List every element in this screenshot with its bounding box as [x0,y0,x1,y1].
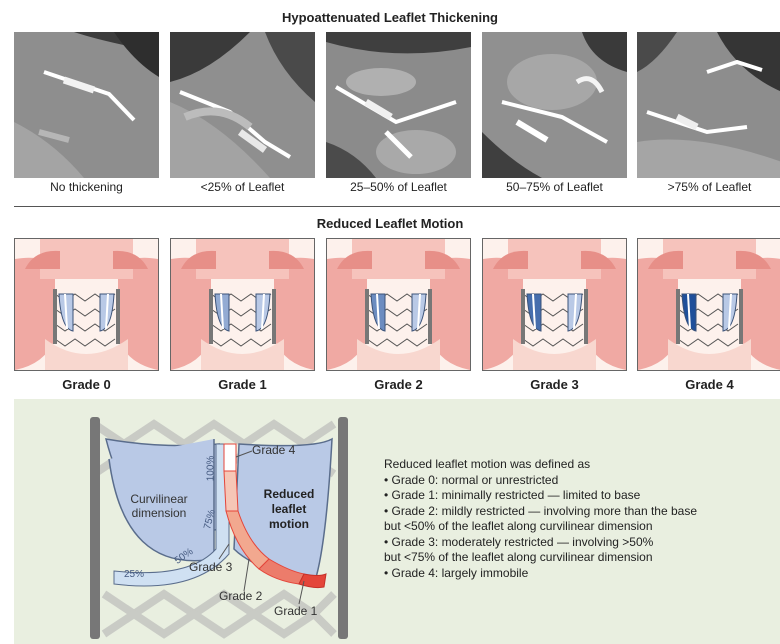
ct-image-50-75 [482,32,627,178]
grade-label: Grade 4 [637,377,780,392]
definition-line: but <50% of the leaflet along curvilinea… [384,519,764,535]
stent-post-left [90,417,100,639]
grade1-annotation: Grade 1 [274,604,317,618]
grade-illustration [482,238,627,371]
valve-svg [171,239,314,370]
definition-intro: Reduced leaflet motion was defined as [384,457,764,473]
section-divider [14,206,780,207]
definition-line: • Grade 4: largely immobile [384,566,764,582]
grade-illustration [637,238,780,371]
valve-svg [327,239,470,370]
ct-image-25-50 [326,32,471,178]
valve-svg [15,239,158,370]
grade-illustration [170,238,315,371]
grade4-annotation: Grade 4 [252,443,295,457]
ct-image-no-thickening [14,32,159,178]
grade-illustration [326,238,471,371]
pct-100-label: 100% [205,456,216,482]
valve-svg [483,239,626,370]
ct-image-lt25 [170,32,315,178]
definition-line: • Grade 3: moderately restricted — invol… [384,535,764,551]
pct-25-label: 25% [124,569,144,580]
definition-line: • Grade 2: mildly restricted — involving… [384,504,764,520]
valve-svg [638,239,780,370]
reduced-motion-label: Reduced leaflet motion [254,487,324,532]
definition-line: • Grade 0: normal or unrestricted [384,473,764,489]
grade-label: Grade 0 [14,377,159,392]
ct-caption: 25–50% of Leaflet [326,180,471,194]
grade-definitions: Reduced leaflet motion was defined as • … [384,457,764,581]
ct-caption: No thickening [14,180,159,194]
ct-image-gt75 [637,32,780,178]
ct-caption: <25% of Leaflet [170,180,315,194]
grade-illustration [14,238,159,371]
ct-caption: 50–75% of Leaflet [482,180,627,194]
grade-label: Grade 1 [170,377,315,392]
stent-post-right [338,417,348,639]
definition-line: but <75% of the leaflet along curvilinea… [384,550,764,566]
thickening-title: Hypoattenuated Leaflet Thickening [0,10,780,25]
grade-label: Grade 2 [326,377,471,392]
grade-label: Grade 3 [482,377,627,392]
grade2-annotation: Grade 2 [219,589,262,603]
ct-caption: >75% of Leaflet [637,180,780,194]
curvilinear-label: Curvilinear dimension [119,492,199,520]
grade3-annotation: Grade 3 [189,560,232,574]
definition-line: • Grade 1: minimally restricted — limite… [384,488,764,504]
motion-title: Reduced Leaflet Motion [0,216,780,231]
